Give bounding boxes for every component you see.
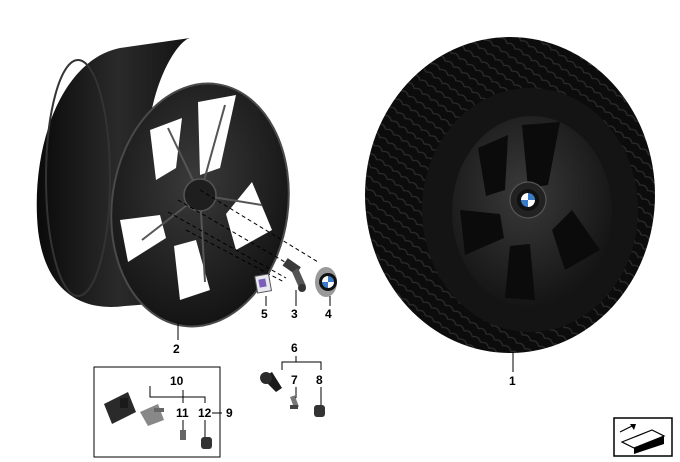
rim-windows bbox=[120, 95, 272, 300]
callout-9: 9 bbox=[226, 406, 233, 420]
callout-12: 12 bbox=[198, 406, 212, 420]
callout-8: 8 bbox=[316, 373, 323, 387]
wheel-bolt-part bbox=[282, 258, 306, 292]
valve-insert-part bbox=[290, 395, 299, 409]
valve-part bbox=[260, 372, 282, 392]
sensor-valve-part bbox=[140, 404, 164, 426]
valve-cap-part bbox=[314, 405, 325, 417]
complete-wheel bbox=[365, 37, 655, 353]
rim-inner-lip bbox=[45, 59, 111, 297]
callout-10: 10 bbox=[170, 374, 184, 388]
callout-5: 5 bbox=[261, 307, 268, 321]
callout-2: 2 bbox=[173, 342, 180, 356]
callout-3: 3 bbox=[291, 307, 298, 321]
wheel-windows bbox=[460, 122, 600, 300]
callout-7: 7 bbox=[291, 373, 298, 387]
callout-11: 11 bbox=[176, 406, 189, 420]
part-reference-icon bbox=[613, 417, 673, 457]
bmw-roundel-icon bbox=[517, 189, 539, 211]
leader-lines bbox=[149, 290, 514, 437]
rim-hub bbox=[183, 178, 217, 212]
callout-1: 1 bbox=[509, 374, 516, 388]
sensor-screw-part bbox=[180, 430, 186, 440]
bolt-guide-lines bbox=[167, 189, 319, 283]
hub-cap-part bbox=[315, 267, 337, 297]
sticker-part bbox=[254, 273, 273, 294]
rim-face-edge bbox=[110, 82, 290, 328]
callout-4: 4 bbox=[325, 307, 332, 321]
sensor-cap-part bbox=[201, 437, 212, 449]
callout-6: 6 bbox=[291, 341, 298, 355]
tpms-sensor-part bbox=[104, 392, 136, 424]
sensor-kit-frame bbox=[93, 366, 221, 458]
rim-assembly bbox=[36, 38, 290, 328]
